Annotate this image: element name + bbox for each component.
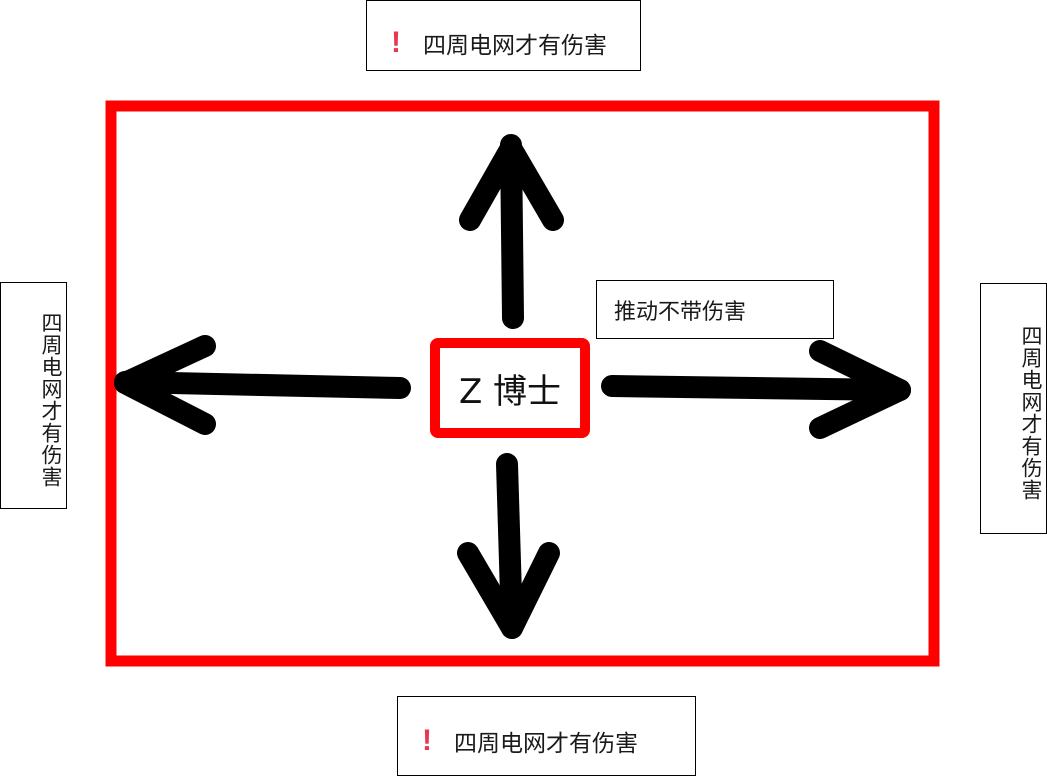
bottom-warning-note: ! 四周电网才有伤害 [397, 696, 696, 776]
exclamation-icon: ! [391, 25, 401, 59]
top-warning-note: ! 四周电网才有伤害 [366, 0, 641, 71]
arrow-down [457, 453, 560, 639]
exclamation-icon: ! [422, 724, 432, 757]
dr-z-label: Z 博士 [458, 371, 562, 412]
left-warning-text: 四周电网才有伤害 [39, 311, 63, 488]
electric-fence-frame [105, 100, 940, 667]
push-note-text: 推动不带伤害 [614, 299, 747, 325]
arrow-right [601, 340, 911, 439]
left-warning-note: 四周电网才有伤害 [0, 282, 67, 509]
arrow-up [459, 134, 564, 329]
arrow-left [114, 335, 411, 435]
push-note: 推动不带伤害 [596, 280, 834, 339]
right-warning-text: 四周电网才有伤害 [1019, 324, 1043, 501]
bottom-warning-text: 四周电网才有伤害 [454, 731, 638, 757]
top-warning-text: 四周电网才有伤害 [423, 32, 607, 59]
dr-z-box: Z 博士 [430, 338, 590, 438]
right-warning-note: 四周电网才有伤害 [980, 283, 1047, 534]
